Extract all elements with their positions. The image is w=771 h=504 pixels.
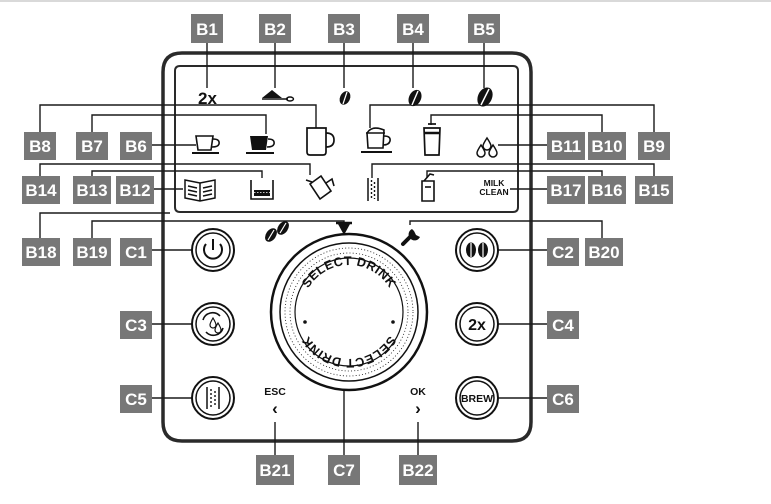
top-divider (0, 0, 771, 2)
callout-b9: B9 (638, 132, 670, 160)
callout-b22: B22 (399, 455, 437, 485)
brew-button-label: BREW (461, 393, 493, 405)
coffee-bean-large-icon (477, 87, 493, 107)
svg-text:B19: B19 (76, 243, 107, 262)
rinse-button[interactable] (191, 302, 235, 346)
svg-text:C2: C2 (552, 243, 574, 262)
spoon-icon (262, 90, 295, 102)
beans-indicator-icon (265, 221, 289, 242)
callout-b10: B10 (588, 132, 626, 160)
svg-text:B5: B5 (473, 20, 495, 39)
svg-text:B6: B6 (125, 137, 147, 156)
water-drops-icon (476, 136, 498, 158)
svg-text:C7: C7 (333, 461, 355, 480)
svg-text:B15: B15 (638, 181, 669, 200)
svg-text:B9: B9 (643, 137, 665, 156)
svg-text:B14: B14 (25, 181, 57, 200)
callout-c1: C1 (120, 238, 152, 266)
svg-text:B8: B8 (29, 137, 51, 156)
svg-text:C3: C3 (125, 316, 147, 335)
callout-c5: C5 (120, 385, 152, 413)
callout-b18: B18 (22, 238, 60, 266)
svg-text:C4: C4 (552, 316, 574, 335)
svg-text:B12: B12 (119, 181, 150, 200)
svg-text:B3: B3 (333, 20, 355, 39)
panel-outer-border (161, 51, 533, 443)
rinse-icon (202, 312, 221, 321)
svg-text:B13: B13 (76, 181, 107, 200)
latte-glass-icon (423, 123, 441, 156)
callout-b13: B13 (73, 176, 111, 204)
svg-text:C5: C5 (125, 390, 147, 409)
mug-icon (306, 127, 335, 156)
power-icon (203, 243, 223, 260)
single-cup-icon (192, 135, 220, 154)
grounds-container-icon (250, 180, 274, 200)
svg-text:B17: B17 (550, 181, 581, 200)
ok-arrow-icon[interactable]: › (415, 399, 421, 418)
callout-b2: B2 (259, 14, 291, 43)
callout-b12: B12 (116, 176, 154, 204)
svg-text:B20: B20 (588, 243, 619, 262)
callout-b5: B5 (468, 14, 500, 43)
coffee-bean-medium-icon (408, 89, 422, 107)
callout-c7: C7 (328, 455, 360, 485)
manual-book-icon (184, 179, 216, 202)
cappuccino-cup-icon (361, 127, 392, 153)
callout-b3: B3 (328, 14, 360, 43)
callout-b20: B20 (585, 238, 623, 266)
callout-c6: C6 (547, 385, 579, 413)
svg-text:B4: B4 (402, 20, 424, 39)
wrench-icon (401, 229, 420, 246)
callout-c3: C3 (120, 311, 152, 339)
esc-arrow-icon[interactable]: ‹ (272, 399, 278, 418)
callout-b15: B15 (635, 176, 673, 204)
svg-text:B22: B22 (402, 461, 433, 480)
callout-b16: B16 (588, 176, 626, 204)
double-shot-button-label: 2x (468, 317, 486, 334)
callout-c2: C2 (547, 238, 579, 266)
svg-text:B16: B16 (591, 181, 622, 200)
svg-text:B1: B1 (196, 20, 218, 39)
callout-c4: C4 (547, 311, 579, 339)
svg-text:C6: C6 (552, 390, 574, 409)
aroma-strength-button[interactable] (455, 228, 499, 272)
callout-b4: B4 (397, 14, 429, 43)
callout-b19: B19 (73, 238, 111, 266)
callout-b7: B7 (76, 132, 108, 160)
svg-text:B7: B7 (81, 137, 103, 156)
svg-text:B10: B10 (591, 137, 622, 156)
power-button[interactable] (191, 228, 235, 272)
svg-text:C1: C1 (125, 243, 147, 262)
svg-text:B18: B18 (25, 243, 56, 262)
descale-indicator-icon (367, 178, 379, 201)
descale-button[interactable] (191, 376, 235, 420)
water-tank-icon (421, 173, 435, 202)
esc-label: ESC (264, 386, 286, 398)
double-cup-icon (246, 136, 275, 154)
callout-b17: B17 (547, 176, 585, 204)
svg-text:B21: B21 (259, 461, 290, 480)
display-border (174, 65, 519, 213)
callout-b8: B8 (24, 132, 56, 160)
brew-button[interactable]: BREW (455, 376, 499, 420)
svg-text:B2: B2 (264, 20, 286, 39)
callout-b21: B21 (256, 455, 294, 485)
callout-b11: B11 (547, 132, 585, 160)
select-drink-dial[interactable]: SELECT DRINK SELECT DRINK (269, 232, 429, 392)
callout-b1: B1 (191, 14, 223, 43)
svg-text:B11: B11 (551, 137, 581, 156)
milk-clean-label-line1: MILK (484, 178, 506, 188)
callout-b14: B14 (22, 176, 60, 204)
milk-clean-label-line2: CLEAN (479, 187, 508, 197)
coffee-bean-small-icon (339, 91, 351, 105)
double-shot-indicator: 2x (198, 89, 217, 108)
milk-jug-pour-icon (305, 174, 335, 201)
double-shot-button[interactable]: 2x (455, 302, 499, 346)
callout-b6: B6 (120, 132, 152, 160)
ok-label: OK (410, 386, 426, 398)
